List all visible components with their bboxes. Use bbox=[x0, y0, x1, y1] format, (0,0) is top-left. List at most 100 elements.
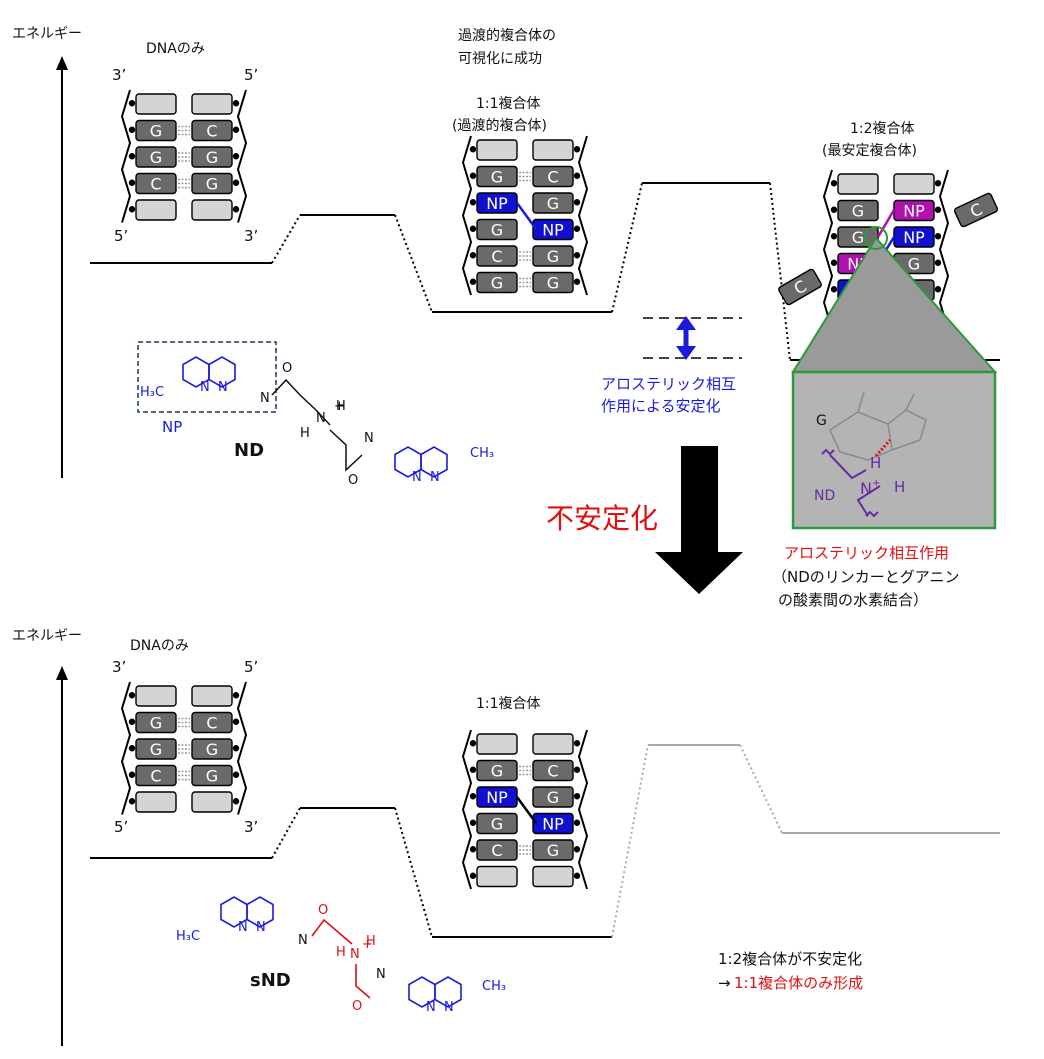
snd-linker-a bbox=[311, 918, 353, 945]
destabilize-label: 不安定化 bbox=[546, 502, 658, 535]
backbone-phosphate bbox=[128, 798, 136, 805]
allosteric-interaction-desc1: （NDのリンカーとグアニン bbox=[772, 568, 959, 586]
nd-h2: H bbox=[336, 399, 346, 414]
base-pair-box bbox=[476, 245, 518, 267]
inset-nd-label: ND bbox=[814, 488, 835, 504]
inset-h-upper: H bbox=[870, 454, 881, 472]
backbone-phosphate bbox=[830, 233, 838, 240]
energy-label-bottom: エネルギー bbox=[12, 628, 82, 644]
displaced-cytosine: C bbox=[778, 268, 822, 306]
strand-5-right-bottom: 5’ bbox=[244, 658, 258, 676]
np-linker bbox=[515, 202, 538, 230]
backbone-phosphate bbox=[934, 180, 942, 187]
strand-5-right-top: 5’ bbox=[244, 66, 258, 84]
backbone-phosphate bbox=[573, 793, 581, 800]
base-label: C bbox=[206, 714, 217, 733]
backbone-phosphate bbox=[232, 206, 240, 213]
base-label: G bbox=[852, 228, 864, 247]
backbone-phosphate bbox=[830, 286, 838, 293]
complex12-subtitle: (最安定複合体) bbox=[822, 142, 917, 159]
backbone-phosphate bbox=[573, 172, 581, 179]
base-pair-box bbox=[532, 218, 574, 241]
backbone-phosphate bbox=[573, 225, 581, 232]
backbone-phosphate bbox=[573, 872, 581, 879]
base-label: G bbox=[150, 740, 162, 759]
allosteric-stabilization-line1: アロステリック相互 bbox=[601, 375, 736, 393]
snd-linker-b bbox=[355, 964, 371, 999]
backbone-phosphate bbox=[469, 872, 477, 879]
strand-5-left-top: 5’ bbox=[114, 227, 128, 245]
base-label: G bbox=[206, 767, 218, 786]
base-label: C bbox=[547, 762, 558, 781]
base-pair-box bbox=[476, 812, 518, 835]
base-pair-box bbox=[893, 173, 935, 195]
backbone-phosphate bbox=[128, 153, 136, 160]
base-pair-box bbox=[191, 119, 233, 142]
strand-3-left-top: 3’ bbox=[112, 66, 126, 84]
snd-h1: H bbox=[336, 945, 346, 960]
transient-caption-line2: 可視化に成功 bbox=[458, 51, 542, 67]
snd-n-plus: N bbox=[350, 947, 360, 962]
energy-label-top: エネルギー bbox=[12, 26, 82, 42]
base-label: NP bbox=[903, 228, 925, 247]
base-pair-box bbox=[532, 245, 574, 267]
base-pair-box bbox=[532, 165, 574, 188]
base-label: G bbox=[852, 202, 864, 221]
base-label: NP bbox=[542, 815, 564, 834]
backbone-strand bbox=[822, 169, 834, 330]
base-label: NP bbox=[486, 788, 508, 807]
backbone-phosphate bbox=[469, 172, 477, 179]
allosteric-interaction-title: アロステリック相互作用 bbox=[784, 544, 949, 562]
base-pair-box bbox=[191, 791, 233, 813]
base-label: G bbox=[908, 255, 920, 274]
nd-h1: H bbox=[300, 426, 310, 441]
base-pair-box bbox=[476, 139, 518, 161]
snd-h3c: H₃C bbox=[176, 929, 200, 944]
backbone-strand bbox=[120, 89, 132, 223]
backbone-phosphate bbox=[128, 771, 136, 778]
backbone-phosphate bbox=[469, 252, 477, 259]
strand-3-left-bottom: 3’ bbox=[112, 658, 126, 676]
nd-amide-n2: N bbox=[364, 431, 374, 446]
base-label: G bbox=[206, 148, 218, 167]
base-label: G bbox=[547, 274, 559, 293]
snd-h2: H bbox=[366, 934, 376, 949]
energy-profile-top bbox=[90, 182, 1000, 361]
snd-plus: + bbox=[362, 937, 373, 952]
stabilization-double-arrow bbox=[676, 316, 696, 360]
backbone-phosphate bbox=[469, 766, 477, 773]
nd-np2-ring bbox=[420, 446, 448, 478]
base-pair-box bbox=[135, 119, 177, 142]
backbone-phosphate bbox=[232, 100, 240, 107]
backbone-phosphate bbox=[573, 199, 581, 206]
backbone-phosphate bbox=[469, 793, 477, 800]
complex11-title-top: 1:1複合体 bbox=[476, 95, 541, 112]
result-line2: 1:1複合体のみ形成 bbox=[734, 974, 863, 992]
base-pair-box bbox=[135, 764, 177, 787]
backbone-phosphate bbox=[232, 798, 240, 805]
backbone-phosphate bbox=[232, 126, 240, 133]
backbone-phosphate bbox=[232, 745, 240, 752]
base-label: NP bbox=[486, 194, 508, 213]
backbone-phosphate bbox=[232, 692, 240, 699]
base-label: C bbox=[491, 841, 502, 860]
base-pair-box bbox=[191, 93, 233, 115]
backbone-phosphate bbox=[128, 692, 136, 699]
base-pair-box bbox=[135, 791, 177, 813]
destabilize-arrow bbox=[655, 446, 743, 594]
base-pair-box bbox=[135, 685, 177, 707]
allosteric-stabilization-line2: 作用による安定化 bbox=[601, 397, 721, 415]
displaced-cytosine-box bbox=[953, 192, 999, 228]
nd-np2-n1: N bbox=[412, 470, 422, 485]
transient-caption-line1: 過渡的複合体の bbox=[458, 27, 556, 44]
backbone-strand bbox=[236, 681, 248, 815]
complex11-title-bottom: 1:1複合体 bbox=[476, 695, 541, 712]
backbone-strand bbox=[577, 729, 589, 890]
base-pair-box bbox=[191, 146, 233, 168]
base-pair-box bbox=[837, 199, 879, 222]
dna-only-label-top: DNAのみ bbox=[146, 41, 205, 57]
